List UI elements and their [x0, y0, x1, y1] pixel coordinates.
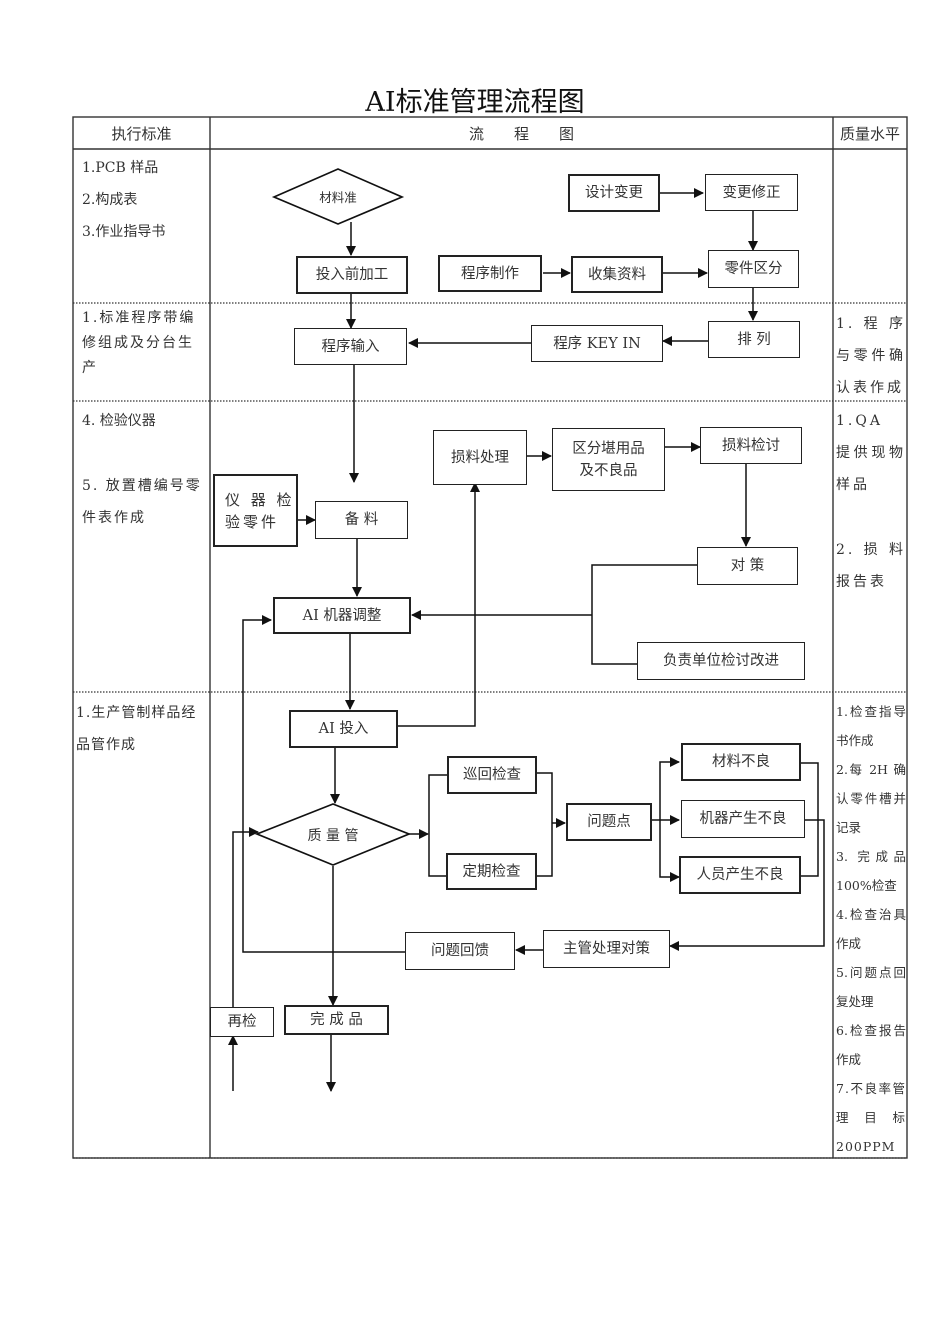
node-ai-input-label: AI 投入 [318, 721, 369, 737]
node-supervisor-action[interactable]: 主管处理对策 [543, 930, 670, 968]
quality-2-1: 1.程序与零件确认表作成 [836, 316, 906, 396]
edge-problem-to-material [659, 757, 680, 820]
node-reinspect-label: 再检 [227, 1014, 257, 1030]
node-arrange-label: 排 列 [737, 331, 771, 348]
node-human-defect[interactable]: 人员产生不良 [679, 856, 801, 894]
node-countermeasure[interactable]: 对 策 [697, 547, 798, 585]
standard-4-1: 1.生产管制样品经品管作成 [76, 705, 197, 753]
node-countermeasure-label: 对 策 [730, 558, 765, 574]
page-title: AI标准管理流程图 [365, 87, 585, 118]
node-arrange[interactable]: 排 列 [708, 321, 800, 358]
node-responsible-review[interactable]: 负责单位检讨改进 [637, 642, 805, 680]
node-supervisor-action-label: 主管处理对策 [563, 941, 650, 957]
node-human-defect-label: 人员产生不良 [696, 867, 784, 883]
edge-reinspect-to-quality [232, 827, 259, 1007]
node-material-defect-label: 材料不良 [712, 754, 770, 770]
edge-problem-to-human [659, 820, 680, 882]
standard-3-1: 4. 检验仪器 [82, 413, 156, 429]
node-reinspect[interactable]: 再检 [210, 1007, 274, 1037]
node-finished-product[interactable]: 完 成 品 [284, 1005, 389, 1035]
edge-aiinput-to-scrap [398, 482, 480, 727]
node-machine-defect-label: 机器产生不良 [699, 811, 787, 827]
node-design-change-label: 设计变更 [585, 185, 643, 201]
node-program-keyin[interactable]: 程序 KEY IN [531, 325, 663, 362]
node-scrap-handle-label: 损料处理 [451, 449, 509, 466]
quality-4-3: 3. 完成品100%检查 [836, 849, 906, 893]
node-periodic-check[interactable]: 定期检查 [446, 853, 537, 890]
node-scrap-review-label: 损料检讨 [722, 437, 780, 454]
node-part-classify-label: 零件区分 [724, 261, 783, 277]
node-material-defect[interactable]: 材料不良 [681, 743, 801, 781]
quality-4-4: 4.检查治具作成 [836, 907, 906, 951]
node-problem-feedback[interactable]: 问题回馈 [405, 932, 515, 970]
edge-feedback-to-aiadjust [242, 615, 405, 953]
quality-4-7: 7.不良率管理目标200PPM [836, 1081, 906, 1154]
node-collect-data[interactable]: 收集资料 [571, 256, 663, 293]
node-ai-adjust[interactable]: AI 机器调整 [273, 597, 411, 634]
quality-4-5: 5.问题点回复处理 [836, 965, 906, 1009]
table-grid [72, 116, 908, 1159]
quality-4-2: 2.每 2H 确认零件槽并记录 [836, 762, 906, 835]
node-inspect-instrument-line1: 仪 器 检 [225, 490, 295, 509]
node-periodic-check-label: 定期检查 [462, 863, 521, 880]
decision-shapes [254, 168, 412, 866]
node-finished-product-label: 完 成 品 [310, 1012, 363, 1028]
node-program-make[interactable]: 程序制作 [438, 255, 542, 292]
node-problem-point[interactable]: 问题点 [566, 803, 652, 841]
quality-3-2: 2.损料报告表 [836, 542, 906, 590]
node-change-fix-label: 变更修正 [722, 184, 781, 201]
node-problem-feedback-label: 问题回馈 [431, 943, 489, 959]
node-program-input[interactable]: 程序输入 [294, 328, 407, 365]
node-scrap-handle[interactable]: 损料处理 [433, 430, 527, 485]
node-problem-point-label: 问题点 [587, 814, 631, 830]
node-patrol-check[interactable]: 巡回检查 [447, 756, 537, 794]
node-pre-process-label: 投入前加工 [315, 267, 389, 283]
node-program-make-label: 程序制作 [461, 265, 519, 282]
node-classify-usable[interactable]: 区分堪用品 及不良品 [552, 428, 665, 491]
connectors [228, 188, 825, 1092]
node-scrap-review[interactable]: 损料检讨 [700, 427, 802, 464]
quality-3-1: 1.QA 提供现物样品 [836, 413, 906, 493]
node-prepare-material-label: 备 料 [344, 512, 379, 528]
node-part-classify[interactable]: 零件区分 [708, 250, 799, 288]
diamond-material-std-label: 材料准 [319, 190, 357, 205]
standard-2-1: 1.标准程序带编修组成及分台生产 [82, 310, 196, 376]
node-program-keyin-label: 程序 KEY IN [553, 335, 641, 352]
node-pre-process[interactable]: 投入前加工 [296, 256, 408, 294]
node-ai-input[interactable]: AI 投入 [289, 710, 398, 748]
diamond-quality-control [254, 803, 412, 866]
node-prepare-material[interactable]: 备 料 [315, 501, 408, 539]
quality-4-6: 6.检查报告作成 [836, 1023, 906, 1067]
node-collect-data-label: 收集资料 [588, 266, 646, 283]
standard-3-2: 5. 放置槽编号零件表作成 [82, 478, 202, 526]
node-patrol-check-label: 巡回检查 [463, 767, 521, 783]
node-classify-usable-line1: 区分堪用品 [572, 440, 645, 457]
node-machine-defect[interactable]: 机器产生不良 [681, 800, 805, 838]
node-ai-adjust-label: AI 机器调整 [302, 607, 382, 624]
standard-1-1: 1.PCB 样品 [82, 160, 159, 176]
quality-4-1: 1.检查指导书作成 [836, 704, 906, 748]
edge-checks-split [428, 774, 448, 877]
node-classify-usable-line2: 及不良品 [579, 462, 638, 479]
node-responsible-review-label: 负责单位检讨改进 [663, 653, 779, 669]
node-program-input-label: 程序输入 [321, 338, 380, 355]
standard-1-3: 3.作业指导书 [82, 224, 166, 240]
node-change-fix[interactable]: 变更修正 [705, 174, 798, 211]
standard-1-2: 2.构成表 [82, 192, 138, 208]
edge-checks-merge [536, 772, 553, 877]
node-design-change[interactable]: 设计变更 [568, 174, 660, 212]
diamond-material-std [271, 168, 405, 225]
node-inspect-instrument[interactable]: 仪 器 检 验零件 [213, 474, 298, 547]
edge-machine-to-supervisor [669, 819, 825, 951]
node-inspect-instrument-line2: 验零件 [225, 512, 280, 531]
header-quality: 质量水平 [839, 125, 900, 143]
header-standard: 执行标准 [111, 125, 172, 143]
diamond-quality-control-label: 质 量 管 [308, 828, 359, 844]
header-flow: 流 程 图 [468, 125, 574, 143]
